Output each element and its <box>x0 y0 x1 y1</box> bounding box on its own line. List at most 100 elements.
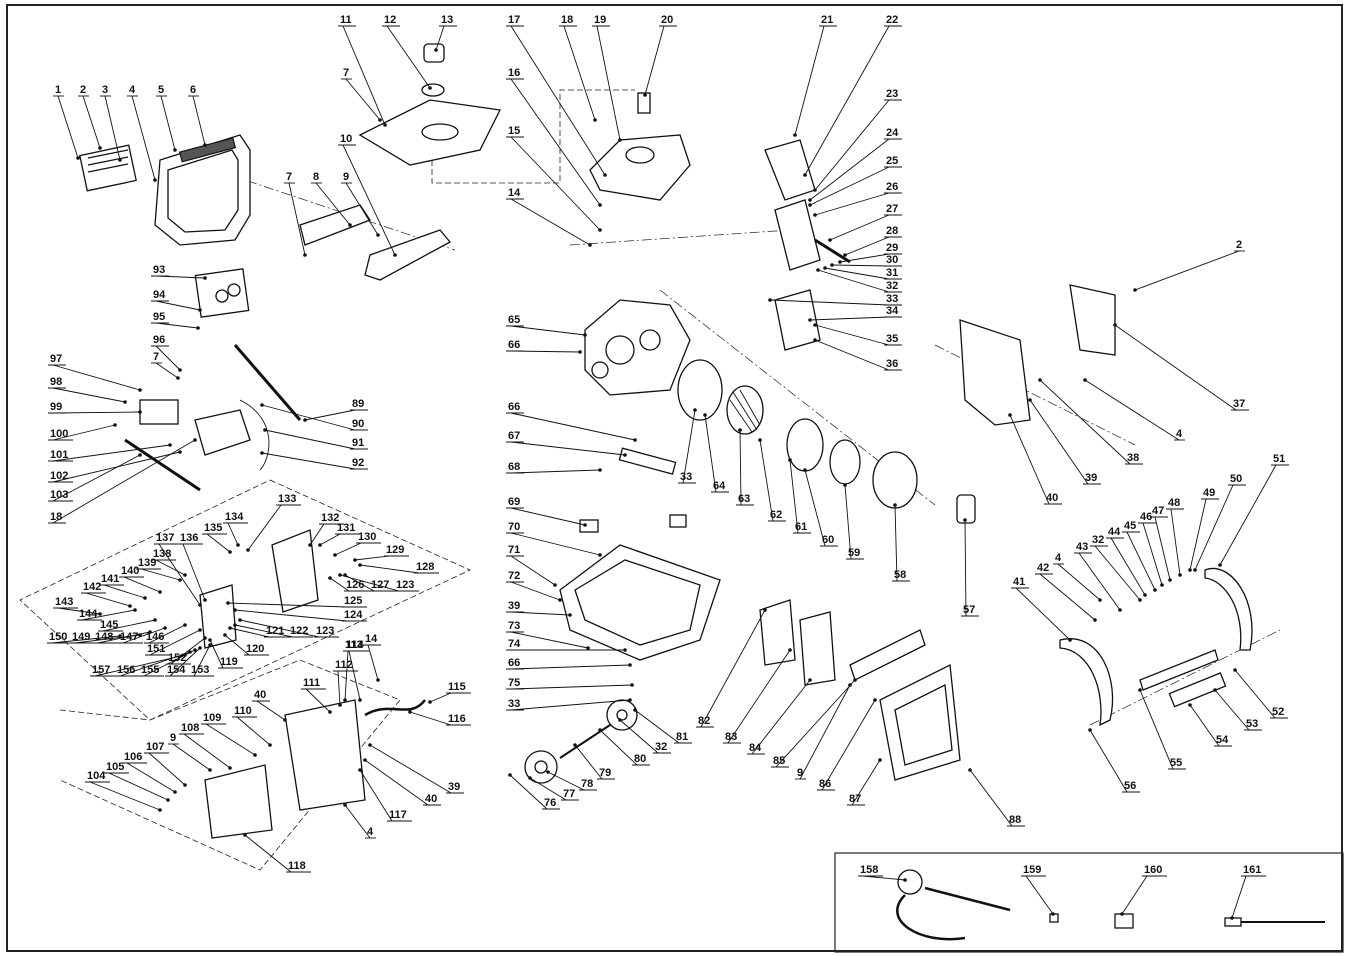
callout-leader <box>334 542 362 556</box>
callout-dot <box>1168 578 1172 582</box>
fan-axis <box>569 229 791 246</box>
callout-leader <box>814 339 890 371</box>
callout-dot <box>1113 323 1117 327</box>
callout-dot <box>158 590 162 594</box>
charger-plug <box>1114 913 1134 929</box>
callout-dot <box>98 146 102 150</box>
callout-dot <box>1160 583 1164 587</box>
callout-dot <box>598 728 602 732</box>
callout-dot <box>198 646 202 650</box>
part-callout-135: 135 <box>204 522 222 534</box>
callout-leader <box>510 350 581 353</box>
callout-dot <box>843 483 847 487</box>
part-callout-80: 80 <box>634 753 646 765</box>
callout-dot <box>260 403 264 407</box>
callout-leader <box>894 504 898 582</box>
stator-ring <box>677 359 723 421</box>
part-callout-33: 33 <box>680 471 692 483</box>
shroud-side <box>774 289 821 351</box>
part-callout-46: 46 <box>1140 511 1152 523</box>
part-callout-4: 4 <box>1055 552 1062 564</box>
part-callout-9: 9 <box>170 732 176 744</box>
part-callout-39: 39 <box>1085 472 1097 484</box>
callout-dot <box>1133 288 1137 292</box>
callout-dot <box>228 766 232 770</box>
callout-dot <box>1093 618 1097 622</box>
cooling-fan <box>829 439 861 485</box>
callout-dot <box>308 543 312 547</box>
callout-leader <box>814 192 890 216</box>
callout-leader <box>359 769 393 822</box>
callout-leader <box>769 299 890 306</box>
part-callout-14: 14 <box>365 633 378 645</box>
callout-dot <box>328 710 332 714</box>
callout-dot <box>328 576 332 580</box>
callout-leader <box>148 752 186 786</box>
part-callout-64: 64 <box>713 480 726 492</box>
callout-leader <box>264 429 356 450</box>
callout-dot <box>178 368 182 372</box>
callout-leader <box>1110 537 1146 596</box>
callout-leader <box>209 639 224 669</box>
callout-leader <box>57 607 101 615</box>
callout-dot <box>358 563 362 567</box>
callout-leader <box>1139 689 1174 770</box>
part-callout-24: 24 <box>886 127 899 139</box>
callout-leader <box>831 264 890 267</box>
accessories-box <box>834 852 1344 953</box>
part-callout-40: 40 <box>425 793 437 805</box>
part-callout-61: 61 <box>795 521 807 533</box>
callout-leader <box>862 875 906 881</box>
callout-dot <box>1143 593 1147 597</box>
wire-harness <box>239 399 270 471</box>
part-callout-72: 72 <box>508 570 520 582</box>
callout-leader <box>234 609 348 622</box>
part-callout-75: 75 <box>508 677 520 689</box>
callout-leader <box>1126 531 1156 591</box>
callout-dot <box>528 776 532 780</box>
callout-dot <box>573 743 577 747</box>
callout-dot <box>238 618 242 622</box>
callout-leader <box>1189 704 1220 747</box>
part-callout-124: 124 <box>344 609 363 621</box>
callout-dot <box>816 268 820 272</box>
callout-dot <box>133 608 137 612</box>
callout-leader <box>814 99 890 191</box>
callout-dot <box>253 753 257 757</box>
part-callout-63: 63 <box>738 493 750 505</box>
part-callout-77: 77 <box>563 788 575 800</box>
callout-dot <box>1098 598 1102 602</box>
callout-leader <box>85 592 131 607</box>
part-callout-39: 39 <box>508 600 520 612</box>
callout-leader <box>510 555 556 586</box>
callout-dot <box>183 783 187 787</box>
callout-dot <box>383 123 387 127</box>
engine-mount <box>618 447 677 475</box>
callout-dot <box>98 612 102 616</box>
callout-dot <box>353 558 357 562</box>
handle-left <box>1059 638 1114 727</box>
part-callout-138: 138 <box>153 548 171 560</box>
part-callout-85: 85 <box>773 755 785 767</box>
part-callout-41: 41 <box>1013 576 1025 588</box>
callout-dot <box>546 770 550 774</box>
callout-dot <box>166 798 170 802</box>
callout-leader <box>52 411 141 414</box>
callout-dot <box>208 643 212 647</box>
part-callout-82: 82 <box>698 715 710 727</box>
callout-leader <box>51 635 121 644</box>
part-callout-122: 122 <box>290 625 308 637</box>
part-callout-25: 25 <box>886 155 898 167</box>
part-callout-118: 118 <box>288 860 306 872</box>
callout-leader <box>148 624 186 644</box>
outlet-b <box>215 289 229 303</box>
callout-leader <box>809 166 890 206</box>
callout-dot <box>618 718 622 722</box>
callout-leader <box>1084 379 1180 441</box>
callout-dot <box>228 626 232 630</box>
side-access-door <box>1069 284 1116 356</box>
callout-dot <box>138 453 142 457</box>
part-callout-59: 59 <box>848 547 860 559</box>
callout-dot <box>1088 728 1092 732</box>
panel-face <box>199 584 237 649</box>
